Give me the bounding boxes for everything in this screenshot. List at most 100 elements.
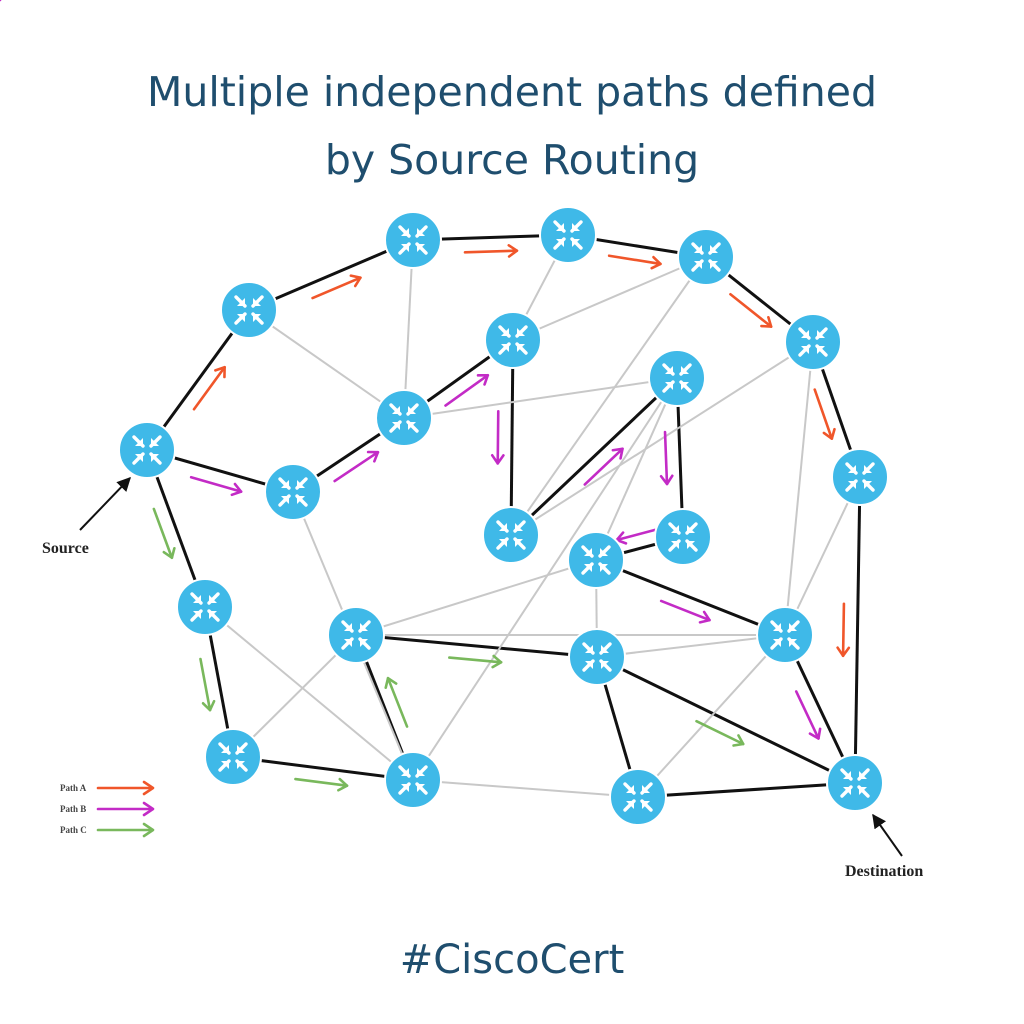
legend: Path A Path B Path C: [60, 780, 155, 838]
router-n14: [654, 508, 712, 566]
link-active: [232, 755, 414, 782]
router-icon: [798, 327, 828, 357]
flow-arrow-path-b: [444, 373, 490, 407]
flow-arrow-path-c: [294, 777, 349, 792]
router-n5: [677, 228, 735, 286]
link-idle: [248, 309, 405, 419]
link-active: [248, 238, 414, 312]
router-icon: [398, 225, 428, 255]
flow-arrow-path-c: [384, 676, 409, 728]
router-icon: [623, 782, 653, 812]
link-idle: [403, 239, 414, 419]
router-n22: [826, 754, 884, 812]
router-n9: [375, 389, 433, 447]
destination-annotation: Destination: [845, 813, 923, 880]
flow-arrow-path-b: [615, 528, 657, 545]
router-n3: [384, 211, 442, 269]
router-icon: [553, 220, 583, 250]
link-idle: [510, 256, 707, 536]
router-n11: [482, 506, 540, 564]
flow-arrow-path-a: [192, 365, 226, 411]
router-n8: [264, 463, 322, 521]
link-active: [509, 339, 515, 536]
source-label: Source: [42, 540, 89, 557]
flow-arrow-path-b: [794, 690, 822, 740]
router-n20: [327, 606, 385, 664]
link-idle: [412, 377, 678, 781]
router-icon: [234, 295, 264, 325]
link-idle: [596, 634, 786, 658]
router-icon: [668, 522, 698, 552]
router-icon: [581, 545, 611, 575]
router-icon: [132, 435, 162, 465]
router-icon: [496, 520, 526, 550]
link-active: [637, 781, 856, 799]
legend-item-path-c: Path C: [60, 822, 155, 838]
source-pointer: [79, 476, 131, 531]
link-idle: [512, 256, 707, 341]
flow-arrow-path-c: [695, 719, 745, 747]
flow-arrow-path-b: [189, 475, 243, 497]
router-icon: [190, 592, 220, 622]
source-annotation: Source: [42, 476, 131, 557]
flow-arrow-path-c: [448, 654, 503, 669]
flow-arrow-path-a: [813, 388, 836, 440]
legend-label: Path C: [60, 825, 87, 835]
link-active: [595, 558, 786, 637]
flow-arrow-path-c: [199, 657, 216, 712]
router-icon: [691, 242, 721, 272]
link-idle: [784, 341, 814, 636]
flow-arrow-path-a: [836, 602, 851, 658]
legend-item-path-b: Path B: [60, 801, 155, 817]
router-n13: [648, 349, 706, 407]
flow-arrows-layer: [0, 0, 851, 792]
router-icon: [498, 325, 528, 355]
hashtag: #CiscoCert: [399, 937, 625, 983]
router-n18: [204, 728, 262, 786]
destination-label: Destination: [845, 863, 923, 880]
title-line-1: Multiple independent paths defined: [146, 68, 877, 116]
router-n19: [384, 751, 442, 809]
link-idle: [204, 606, 414, 781]
router-icon: [582, 642, 612, 672]
router-icon: [398, 765, 428, 795]
flow-arrow-path-c: [152, 507, 176, 560]
legend-item-path-a: Path A: [60, 780, 155, 796]
link-active: [596, 655, 856, 785]
link-idle: [412, 779, 639, 798]
link-active: [355, 633, 598, 659]
link-idle: [355, 559, 597, 636]
flow-arrow-path-b: [490, 410, 505, 465]
router-icon: [770, 620, 800, 650]
router-icon: [845, 462, 875, 492]
router-icon: [341, 620, 371, 650]
router-n2: [220, 281, 278, 339]
title-line-2: by Source Routing: [324, 136, 700, 184]
router-n21: [568, 628, 626, 686]
router-icon: [389, 403, 419, 433]
router-icon: [662, 363, 692, 393]
router-n8b: [609, 768, 667, 826]
flow-arrow-path-a: [729, 292, 773, 328]
link-idle: [403, 377, 678, 419]
destination-pointer: [872, 813, 903, 857]
flow-arrow-path-a: [311, 274, 362, 300]
link-idle: [595, 377, 678, 561]
router-n6: [784, 313, 842, 371]
flow-arrow-path-a: [463, 244, 519, 258]
router-n7: [831, 448, 889, 506]
router-icon: [278, 477, 308, 507]
router-icon: [218, 742, 248, 772]
flow-arrow-path-b: [659, 430, 674, 486]
link-idle: [784, 476, 861, 636]
router-n1: [118, 421, 176, 479]
router-n4: [539, 206, 597, 264]
link-idle: [637, 634, 786, 798]
router-n16: [756, 606, 814, 664]
flow-arrow-path-b: [333, 450, 380, 483]
flow-arrow-path-b: [659, 599, 711, 624]
flow-arrow-path-a: [607, 254, 662, 270]
legend-label: Path B: [60, 804, 86, 814]
